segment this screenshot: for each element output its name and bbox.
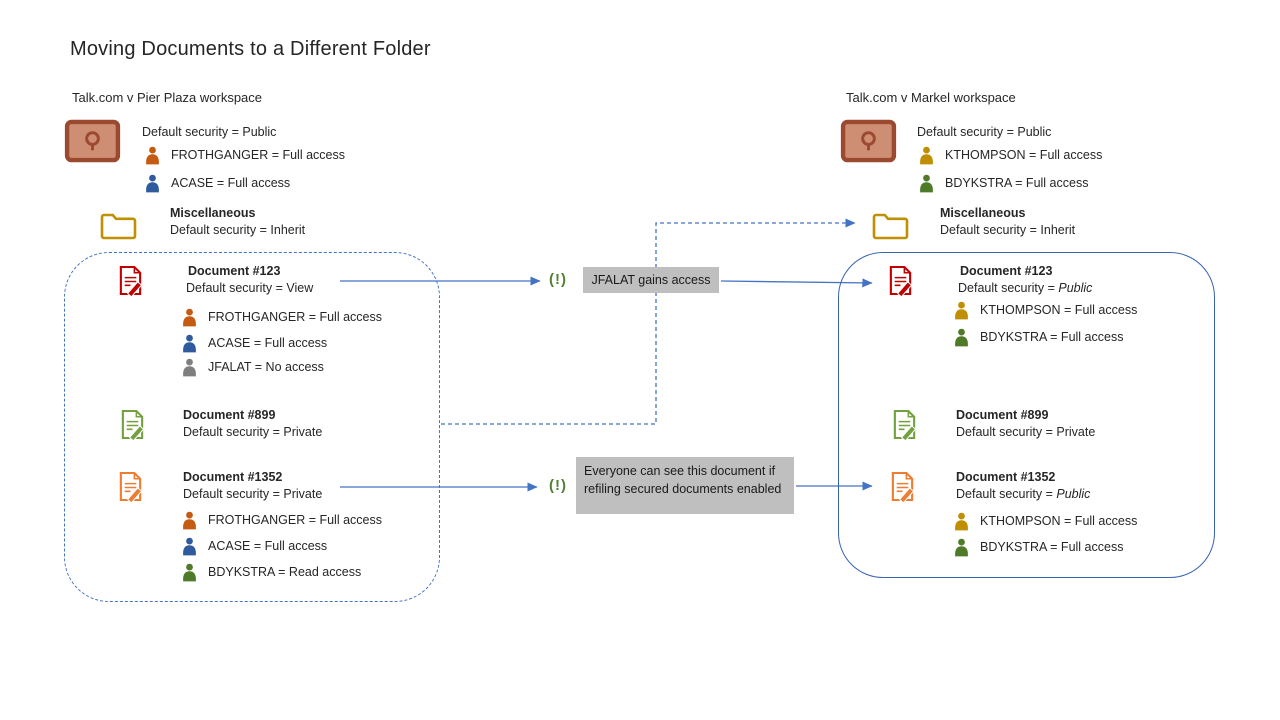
document-security: Default security = View — [186, 281, 314, 295]
member-label: JFALAT = No access — [208, 359, 324, 374]
member-row: KTHOMPSON = Full access — [919, 146, 1102, 165]
member-label: FROTHGANGER = Full access — [171, 147, 345, 162]
security-value: Public — [1058, 281, 1093, 295]
person-icon — [954, 301, 969, 320]
person-icon — [182, 511, 197, 530]
left-workspace-security: Default security = Public — [142, 125, 277, 139]
document-title: Document #123 — [188, 264, 281, 278]
workspace-icon — [840, 119, 897, 163]
left-workspace-label: Talk.com v Pier Plaza workspace — [72, 90, 263, 105]
alert-icon: (!) — [549, 477, 567, 494]
folder-icon — [872, 211, 909, 240]
member-label: ACASE = Full access — [208, 538, 328, 553]
document-icon — [119, 409, 146, 440]
person-icon — [182, 334, 197, 353]
person-icon — [919, 174, 934, 193]
member-row: ACASE = Full access — [182, 334, 327, 353]
document-icon — [117, 265, 144, 296]
member-label: KTHOMPSON = Full access — [980, 302, 1138, 317]
member-row: ACASE = Full access — [145, 174, 290, 193]
person-icon — [182, 537, 197, 556]
security-prefix: Default security = — [956, 487, 1057, 501]
member-label: KTHOMPSON = Full access — [980, 513, 1138, 528]
member-label: FROTHGANGER = Full access — [208, 309, 382, 324]
person-icon — [182, 358, 197, 377]
document-security: Default security = Private — [183, 487, 323, 501]
document-title: Document #123 — [960, 264, 1053, 278]
person-icon — [145, 146, 160, 165]
security-prefix: Default security = — [958, 281, 1059, 295]
member-label: BDYKSTRA = Full access — [945, 175, 1089, 190]
workspace-icon — [64, 119, 121, 163]
document-icon — [887, 265, 914, 296]
member-row: KTHOMPSON = Full access — [954, 301, 1137, 320]
folder-security: Default security = Inherit — [940, 223, 1076, 237]
person-icon — [919, 146, 934, 165]
member-label: BDYKSTRA = Read access — [208, 564, 362, 579]
folder-security: Default security = Inherit — [170, 223, 306, 237]
left-folder-container — [64, 252, 440, 602]
person-icon — [954, 538, 969, 557]
document-title: Document #1352 — [183, 470, 283, 484]
callout-everyone-note: Everyone can see this document if refili… — [576, 457, 794, 514]
right-workspace-label: Talk.com v Markel workspace — [846, 90, 1016, 105]
member-row: BDYKSTRA = Read access — [182, 563, 361, 582]
person-icon — [182, 308, 197, 327]
member-row: KTHOMPSON = Full access — [954, 512, 1137, 531]
connector-doc899-dashed — [441, 218, 856, 425]
member-label: ACASE = Full access — [171, 175, 291, 190]
document-title: Document #1352 — [956, 470, 1056, 484]
person-icon — [182, 563, 197, 582]
person-icon — [954, 512, 969, 531]
member-row: BDYKSTRA = Full access — [919, 174, 1088, 193]
callout-gains-access: JFALAT gains access — [583, 267, 719, 293]
document-security: Default security = Private — [183, 425, 323, 439]
page-title: Moving Documents to a Different Folder — [70, 38, 431, 60]
document-icon — [117, 471, 144, 502]
document-title: Document #899 — [183, 408, 276, 422]
member-label: KTHOMPSON = Full access — [945, 147, 1103, 162]
member-row: FROTHGANGER = Full access — [182, 308, 382, 327]
document-icon — [891, 409, 918, 440]
member-label: BDYKSTRA = Full access — [980, 539, 1124, 554]
alert-icon: (!) — [549, 271, 567, 288]
document-title: Document #899 — [956, 408, 1049, 422]
member-row: FROTHGANGER = Full access — [182, 511, 382, 530]
document-security: Default security = Public — [958, 281, 1092, 297]
right-folder-container — [838, 252, 1215, 578]
folder-name: Miscellaneous — [940, 206, 1026, 220]
member-row: ACASE = Full access — [182, 537, 327, 556]
folder-icon — [100, 211, 137, 240]
member-label: BDYKSTRA = Full access — [980, 329, 1124, 344]
right-workspace-security: Default security = Public — [917, 125, 1052, 139]
folder-name: Miscellaneous — [170, 206, 256, 220]
member-label: ACASE = Full access — [208, 335, 328, 350]
member-row: FROTHGANGER = Full access — [145, 146, 345, 165]
security-value: Public — [1056, 487, 1091, 501]
person-icon — [954, 328, 969, 347]
person-icon — [145, 174, 160, 193]
document-security: Default security = Private — [956, 425, 1096, 439]
document-security: Default security = Public — [956, 487, 1090, 503]
member-label: FROTHGANGER = Full access — [208, 512, 382, 527]
member-row: BDYKSTRA = Full access — [954, 328, 1123, 347]
member-row: BDYKSTRA = Full access — [954, 538, 1123, 557]
document-icon — [889, 471, 916, 502]
member-row: JFALAT = No access — [182, 358, 324, 377]
